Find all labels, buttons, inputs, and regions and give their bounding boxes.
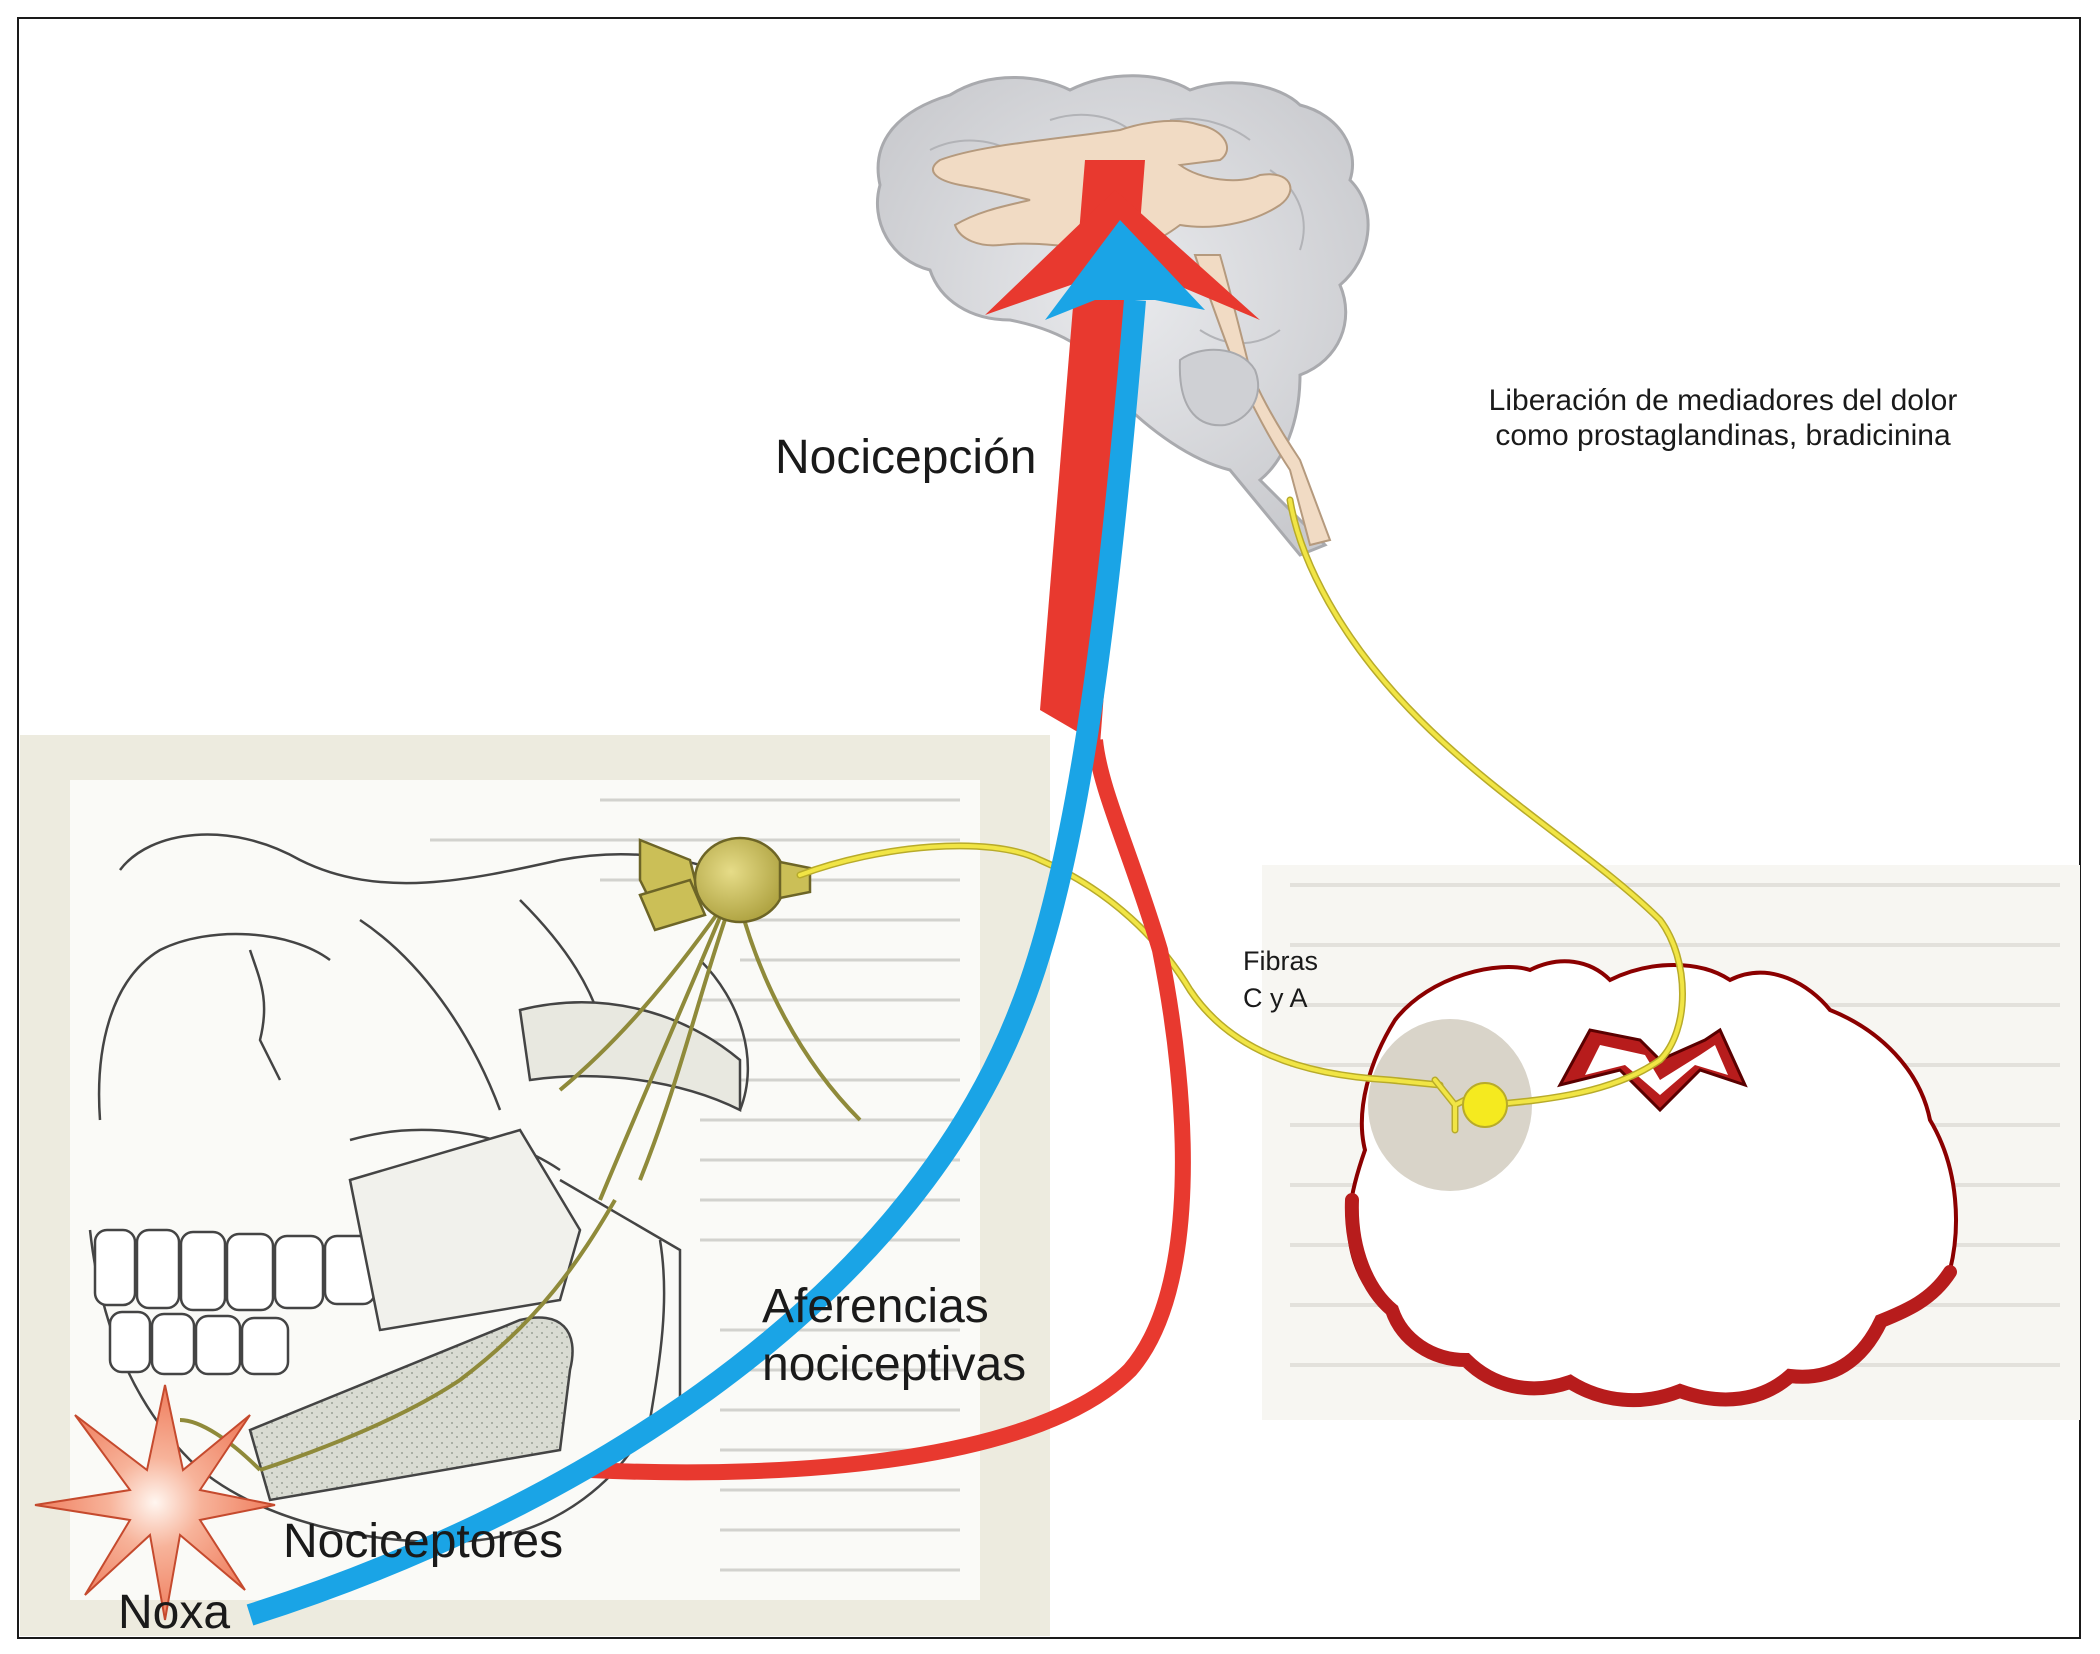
spinal-cord-section xyxy=(1262,865,2080,1420)
label-fibras-line2: C y A xyxy=(1243,983,1308,1013)
masseter-muscle xyxy=(348,1128,582,1332)
cerebellum xyxy=(1178,348,1260,427)
blue-nociceptive-pathway xyxy=(246,220,1205,1626)
blue-arrowhead xyxy=(1045,220,1205,320)
dorsal-horn-inner xyxy=(1585,1045,1728,1095)
label-noxa: Noxa xyxy=(118,1586,230,1639)
brainstem xyxy=(1193,254,1332,547)
spinal-cord-red-border xyxy=(1344,1193,1957,1407)
noxa-star-icon xyxy=(34,1384,276,1621)
c-and-a-fibers xyxy=(796,496,1686,1109)
label-liberacion-line1: Liberación de mediadores del dolor xyxy=(1489,384,1958,417)
label-nociceptores: Nociceptores xyxy=(283,1515,563,1568)
label-fibras-line1: Fibras xyxy=(1243,946,1318,976)
label-liberacion-line2: como prostaglandinas, bradicinina xyxy=(1495,419,1951,452)
neuron-soma-icon xyxy=(1462,1082,1508,1128)
label-aferencias-line2: nociceptivas xyxy=(762,1338,1026,1391)
synapse-region xyxy=(1368,1019,1532,1191)
upper-teeth xyxy=(93,1228,377,1312)
label-nocicepcion: Nocicepción xyxy=(775,431,1036,484)
lower-teeth xyxy=(108,1310,290,1376)
zygomatic-arch xyxy=(518,1001,742,1113)
trigeminal-branches xyxy=(179,904,862,1472)
label-aferencias-line1: Aferencias xyxy=(762,1280,989,1333)
